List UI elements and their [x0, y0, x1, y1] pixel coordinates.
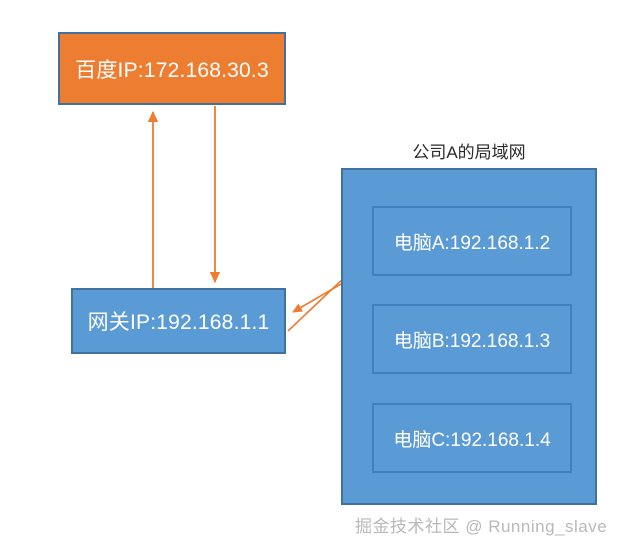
- watermark: 掘金技术社区 @ Running_slave: [355, 517, 608, 536]
- node-computer-b: 电脑B:192.168.1.3: [372, 304, 572, 374]
- node-computer-b-label: 电脑B:192.168.1.3: [393, 330, 551, 352]
- node-computer-a: 电脑A:192.168.1.2: [372, 206, 572, 276]
- node-gateway: 网关IP:192.168.1.1: [71, 288, 286, 354]
- node-baidu-server: 百度IP:172.168.30.3: [58, 32, 286, 105]
- lan-container: 电脑A:192.168.1.2 电脑B:192.168.1.3 电脑C:192.…: [341, 168, 597, 505]
- lan-title: 公司A的局域网: [412, 143, 526, 162]
- node-gateway-label: 网关IP:192.168.1.1: [87, 311, 270, 334]
- node-computer-c-label: 电脑C:192.168.1.4: [393, 429, 551, 451]
- node-computer-c: 电脑C:192.168.1.4: [372, 403, 572, 473]
- node-computer-a-label: 电脑A:192.168.1.2: [393, 232, 551, 254]
- node-baidu-label: 百度IP:172.168.30.3: [75, 58, 269, 82]
